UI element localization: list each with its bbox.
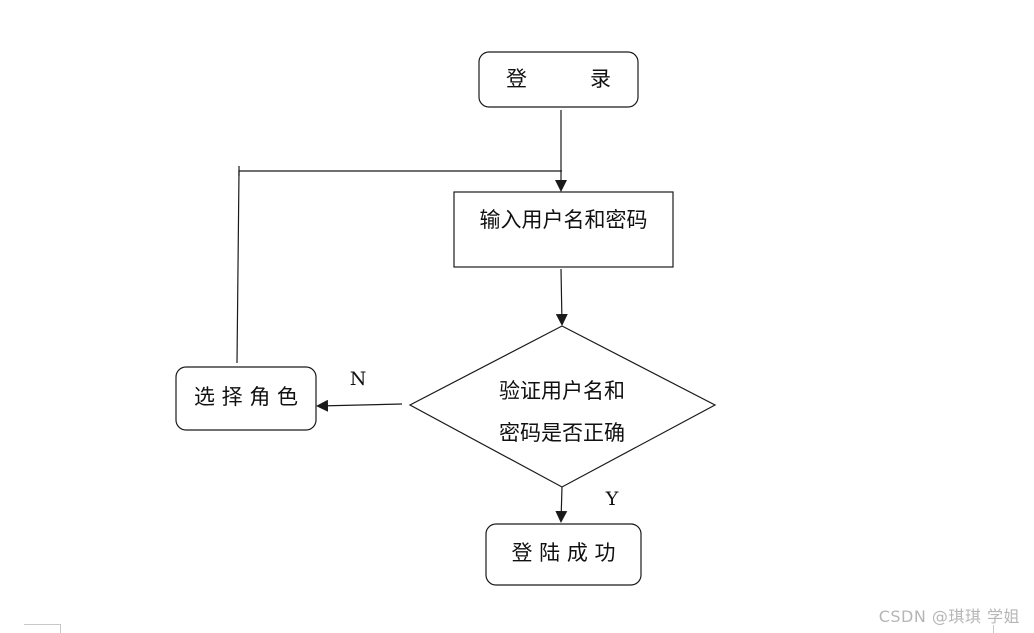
edge-label-yes: Y (605, 488, 619, 510)
choose-role-label: 选 择 角 色 (194, 385, 298, 409)
edge-input-to-verify (555, 268, 568, 326)
input-credentials-label: 输入用户名和密码 (480, 208, 648, 232)
page-corner-left (24, 624, 61, 633)
login-success-label: 登 陆 成 功 (511, 541, 615, 565)
login-node: 登 录 (478, 51, 639, 108)
edge-verify-to-role (316, 399, 403, 412)
choose-role-node: 选 择 角 色 (175, 366, 317, 431)
edge-verify-to-success (555, 486, 568, 523)
verify-decision-node: 验证用户名和 密码是否正确 (408, 325, 717, 488)
edge-role-arrow-segment (552, 171, 561, 190)
page-corner-right (993, 625, 996, 633)
verify-decision-label-line1: 验证用户名和 (499, 379, 625, 403)
login-success-node: 登 陆 成 功 (485, 523, 642, 586)
verify-decision-label-line2: 密码是否正确 (499, 421, 625, 445)
edge-label-no: N (350, 368, 367, 390)
login-label: 登 录 (506, 67, 611, 91)
watermark-label: CSDN @琪琪 学姐 (878, 607, 1020, 626)
input-credentials-node: 输入用户名和密码 (453, 191, 674, 268)
